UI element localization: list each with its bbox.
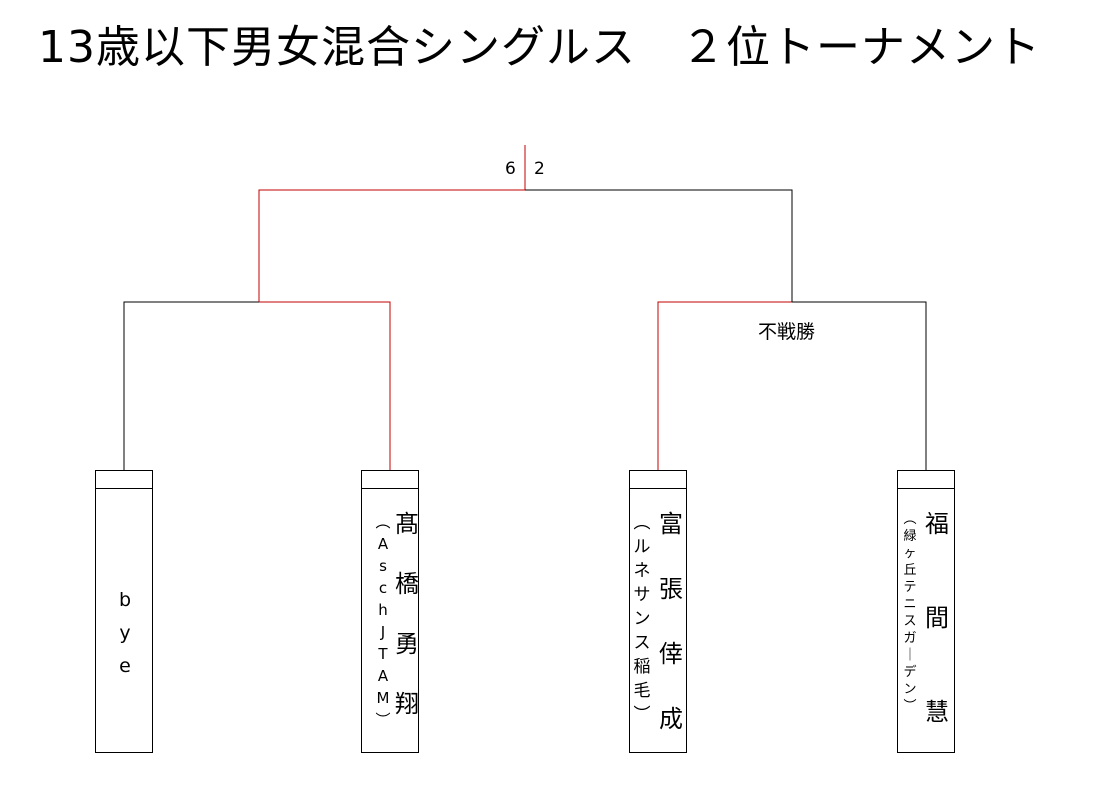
player-name: 福間慧 [922,509,952,727]
vertical-char: 富 [659,510,683,538]
vertical-char: ︵ [375,513,391,531]
vertical-char: 倖 [659,640,683,668]
player-card-3: 富張倖成 ︵ ルネサンス稲毛 ︶ [629,470,687,753]
vertical-char: 毛 [633,681,651,701]
vertical-char: T [378,645,388,663]
player-club: ︵ 緑ヶ丘テニスガ ｜ デン ︶ [901,511,919,715]
bracket-line-final-left-winner [258,145,526,302]
bracket-line-p1 [123,301,259,470]
vertical-char: ル [633,537,651,557]
seed-box [898,471,954,489]
vertical-char: テ [903,580,917,595]
vertical-char: 稲 [633,657,651,677]
vertical-char: 福 [925,510,949,538]
vertical-char: ネ [633,561,651,581]
vertical-char: A [377,535,389,553]
vertical-char: b [118,589,132,611]
vertical-char: s [379,557,387,575]
page-title: 13歳以下男女混合シングルス ２位トーナメント [38,22,1041,73]
vertical-char: ︵ [633,513,651,533]
vertical-char: ｜ [903,648,917,663]
bracket-line-p2-winner [259,301,391,470]
player-club: ︵ ルネサンス稲毛 ︶ [633,511,651,727]
bracket-line-p3-winner [657,301,792,470]
vertical-char: ヶ [903,546,917,561]
final-score-left: 6 [505,159,516,179]
vertical-char: ︵ [903,512,917,527]
vertical-char: J [380,623,386,641]
player-name: 富張倖成 [656,509,686,734]
vertical-char: 髙 [395,510,419,538]
vertical-char: 成 [659,705,683,733]
walkover-note: 不戦勝 [758,321,816,343]
vertical-char: 慧 [925,698,949,726]
vertical-char: 間 [925,604,949,632]
vertical-char: ︶ [633,705,651,725]
bracket-line-final-right [525,189,793,302]
vertical-char: M [376,689,390,707]
vertical-char: 緑 [903,529,917,544]
vertical-char: 橋 [395,570,419,598]
vertical-char: y [119,622,131,644]
vertical-char: ニ [903,597,917,612]
player-card-4: 福間慧 ︵ 緑ヶ丘テニスガ ｜ デン ︶ [897,470,955,753]
seed-box [362,471,418,489]
vertical-char: ン [633,609,651,629]
vertical-char: 翔 [395,690,419,718]
vertical-char: デ [903,665,917,680]
vertical-char: ン [903,682,917,697]
vertical-char: A [377,667,389,685]
vertical-char: ︶ [375,711,391,729]
seed-box [630,471,686,489]
vertical-char: 丘 [903,563,917,578]
vertical-char: ス [633,633,651,653]
vertical-char: ス [903,614,917,629]
vertical-char: 張 [659,575,683,603]
vertical-char: 勇 [395,630,419,658]
vertical-char: e [119,655,131,677]
bracket-line-p4 [792,301,927,470]
vertical-char: ガ [903,631,917,646]
vertical-char: ︶ [903,699,917,714]
vertical-char: サ [633,585,651,605]
final-score-right: 2 [534,159,545,179]
vertical-char: h [378,601,388,619]
vertical-char: c [378,579,388,597]
player-name: 髙橋勇翔 [392,509,422,719]
seed-box [96,471,152,489]
